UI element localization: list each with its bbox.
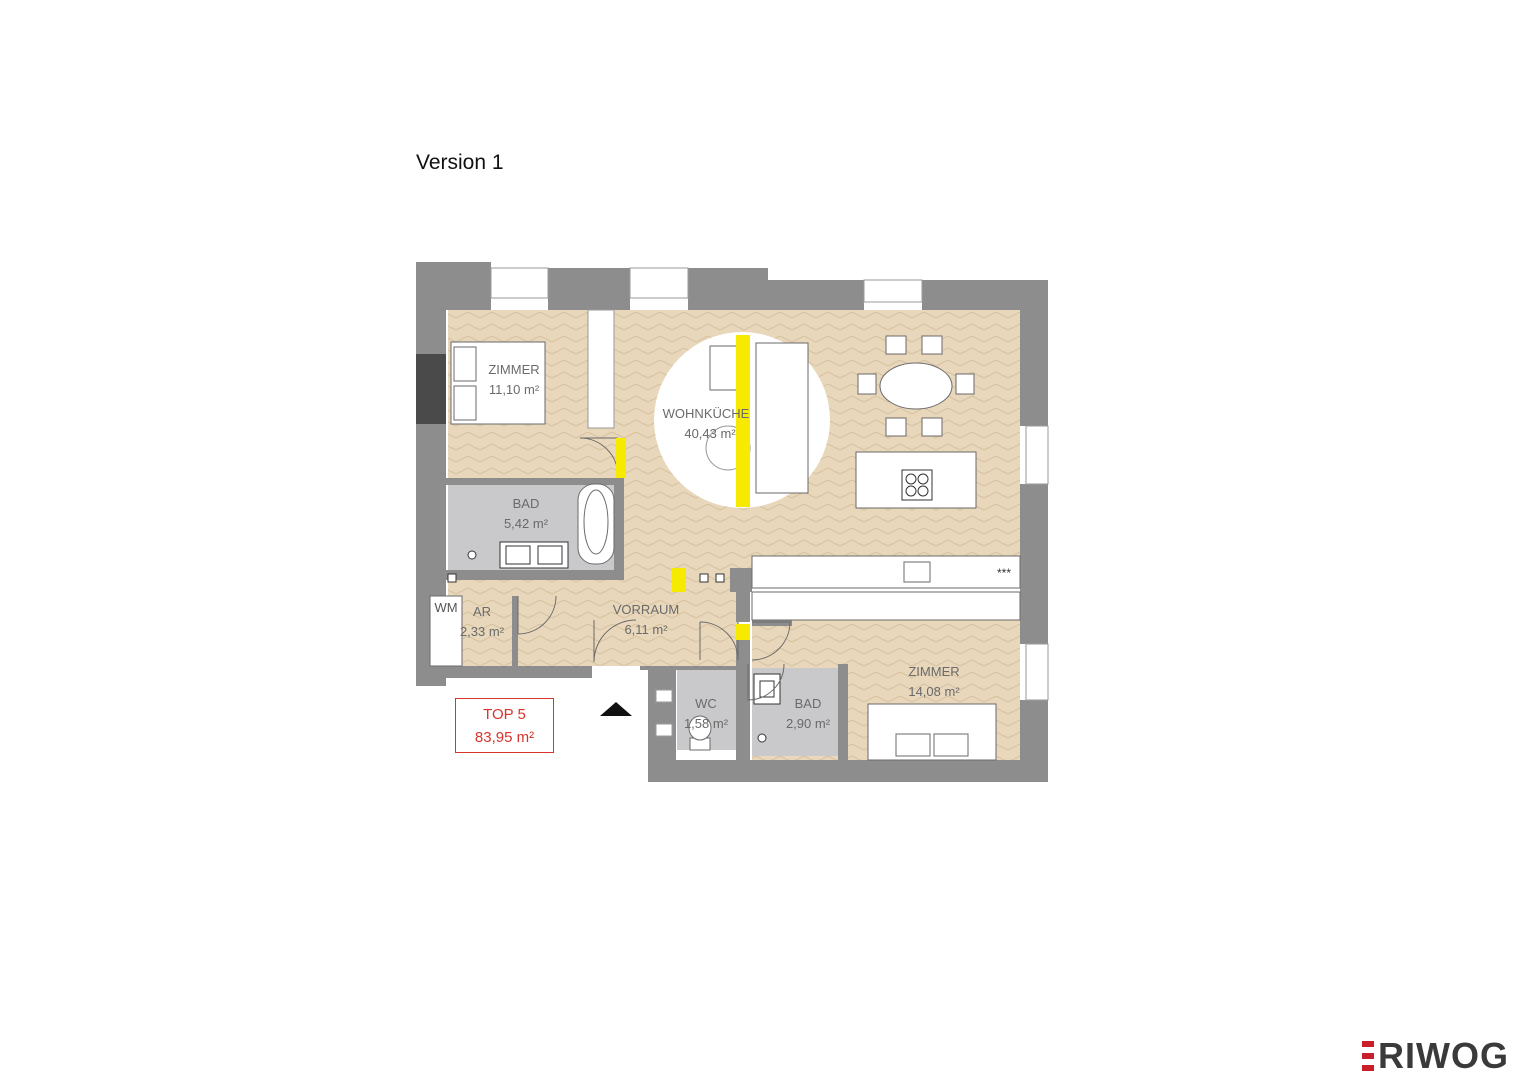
sofa (709, 342, 809, 494)
room-ar-area: 2,33 m² (460, 624, 505, 639)
room-wc-area: 1,58 m² (684, 716, 729, 731)
room-zimmer-1-name: ZIMMER (488, 362, 539, 377)
svg-text:***: *** (997, 566, 1011, 580)
entrance-arrow-icon (600, 702, 632, 716)
room-wc-name: WC (695, 696, 717, 711)
shaft-icons (447, 573, 725, 583)
drain-icon (467, 550, 477, 560)
room-zimmer-2-name: ZIMMER (908, 664, 959, 679)
brand-name: RIWOG (1378, 1035, 1509, 1076)
room-ar-name: AR (473, 604, 491, 619)
room-zimmer-1-area: 11,10 m² (489, 382, 540, 397)
room-bad-1-name: BAD (513, 496, 540, 511)
brand-logo: RIWOG (1362, 1035, 1509, 1076)
shower-drain-icon (757, 733, 767, 743)
kitchen-counter: *** (751, 555, 1021, 621)
room-wohnkueche-name: WOHNKÜCHE (663, 406, 750, 421)
toilet (688, 715, 712, 751)
unit-area: 83,95 m² (474, 729, 535, 746)
bathtub (577, 483, 615, 565)
windows (490, 267, 1049, 737)
room-labels: ZIMMER 11,10 m² WOHNKÜCHE 40,43 m² BAD 5… (460, 362, 960, 731)
plan-title: Version 1 (416, 151, 504, 174)
highlight-wall (736, 335, 750, 507)
wm-box (429, 595, 463, 667)
room-vorraum-area: 6,11 m² (624, 622, 668, 637)
bed-zimmer-2 (867, 703, 997, 761)
floor-vorraum (448, 578, 738, 666)
room-bad-1-area: 5,42 m² (504, 516, 549, 531)
dining-table (857, 335, 975, 437)
wm-label: WM (434, 600, 457, 615)
room-vorraum-name: VORRAUM (613, 602, 679, 617)
door-highlights (616, 438, 750, 640)
doors (517, 437, 791, 701)
sinks (499, 541, 569, 569)
logo-mark-icon (1362, 1041, 1374, 1071)
room-wohnkueche-area: 40,43 m² (684, 426, 736, 441)
room-zimmer-2-area: 14,08 m² (908, 684, 960, 699)
room-bad-2-area: 2,90 m² (786, 716, 831, 731)
wardrobe (587, 309, 615, 429)
kitchen-island (855, 451, 977, 509)
unit-name: TOP 5 (483, 706, 526, 723)
bed-zimmer-1 (450, 341, 546, 425)
unit-summary-box: TOP 5 83,95 m² (455, 698, 554, 753)
chimney (416, 354, 446, 424)
room-bad-2-name: BAD (795, 696, 822, 711)
